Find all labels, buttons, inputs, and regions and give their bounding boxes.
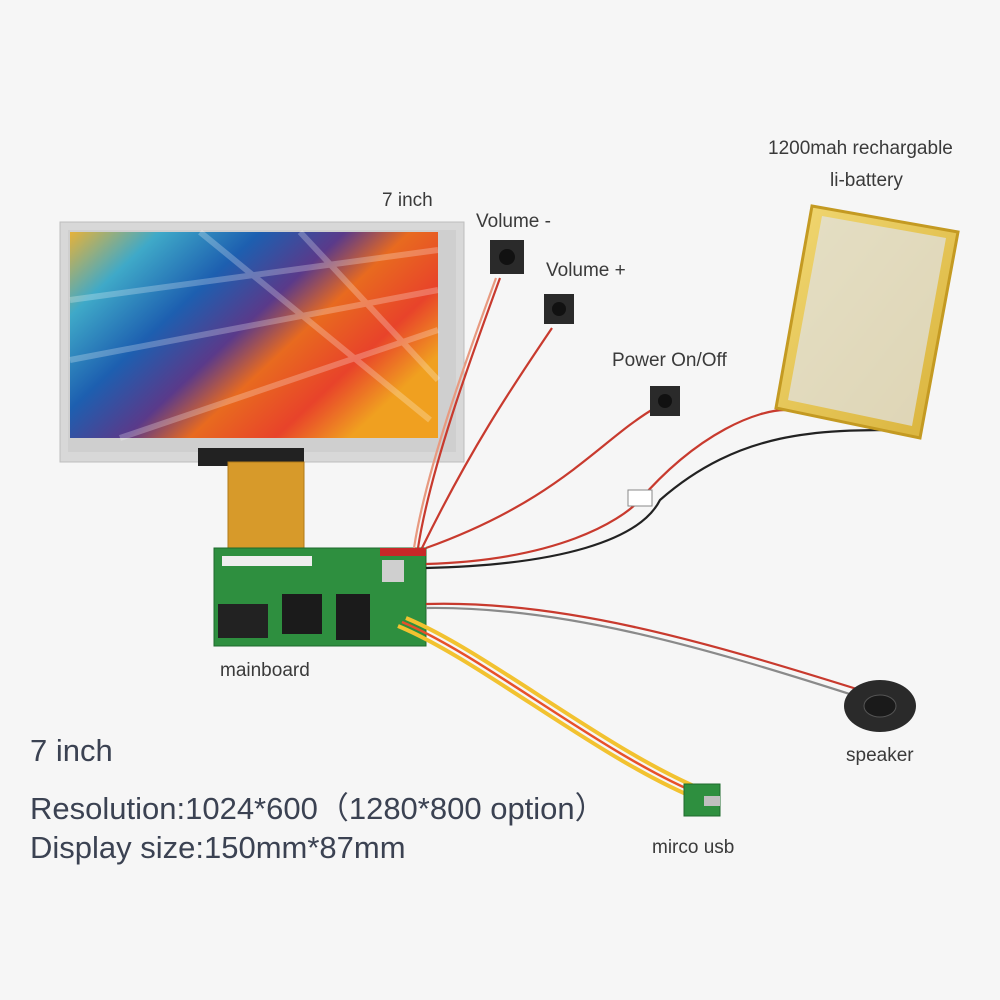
label-volume-minus: Volume -	[476, 211, 551, 232]
label-screen-size: 7 inch	[382, 190, 433, 211]
label-usb: mirco usb	[652, 837, 735, 858]
volume-plus-button	[544, 294, 574, 324]
spec-title: 7 inch	[30, 733, 113, 768]
speaker	[844, 680, 916, 732]
label-speaker: speaker	[846, 745, 914, 766]
label-power: Power On/Off	[612, 350, 727, 371]
battery	[774, 204, 960, 440]
lcd-display	[59, 221, 465, 466]
power-button	[650, 386, 680, 416]
micro-usb-board	[683, 783, 721, 817]
spec-display-size: Display size:150mm*87mm	[30, 830, 406, 865]
label-mainboard: mainboard	[220, 660, 310, 681]
wires	[397, 277, 901, 802]
spec-resolution: Resolution:1024*600（1280*800 option）	[30, 791, 606, 826]
label-battery-line1: 1200mah rechargable	[768, 138, 953, 159]
volume-minus-button	[490, 240, 524, 274]
fpc-ribbon	[227, 461, 305, 555]
label-volume-plus: Volume +	[546, 260, 626, 281]
mainboard-pcb	[213, 547, 427, 647]
label-battery-line2: li-battery	[830, 170, 903, 191]
